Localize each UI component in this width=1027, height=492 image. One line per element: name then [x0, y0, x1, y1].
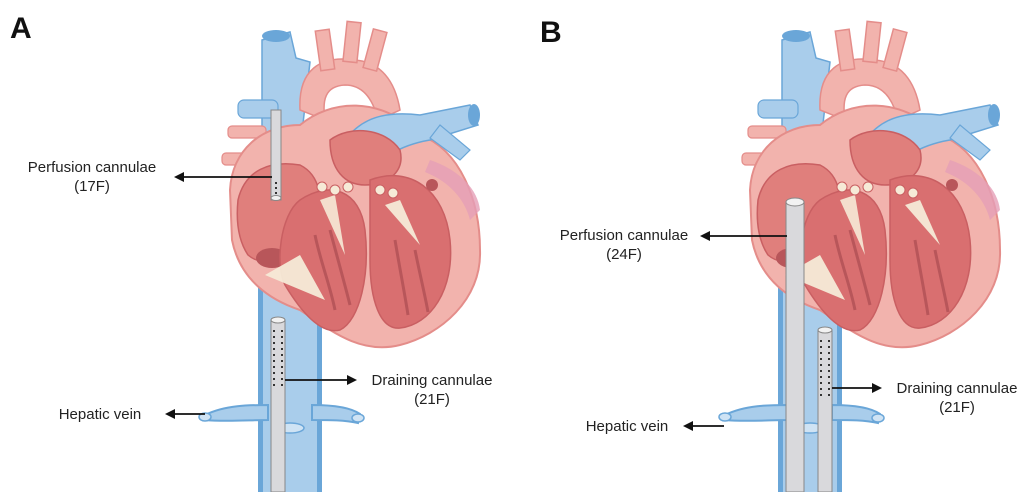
- draining-label-a: Draining cannulae: [372, 372, 493, 389]
- perfusion-size-a: (17F): [74, 178, 110, 195]
- draining-size-a: (21F): [414, 391, 450, 408]
- panel-b: B Perfusion cannulae (24F) Draining cann…: [540, 16, 1017, 492]
- perfusion-cannula-b: [786, 198, 804, 492]
- perfusion-label-a: Perfusion cannulae: [28, 159, 156, 176]
- draining-label-b: Draining cannulae: [897, 380, 1018, 397]
- hepatic-label-b: Hepatic vein: [586, 418, 669, 435]
- perfusion-label-b: Perfusion cannulae: [560, 227, 688, 244]
- panel-a: A Perfusion cannulae (17F) Draining cann…: [10, 12, 492, 492]
- draining-cannula-a: [271, 317, 285, 492]
- draining-size-b: (21F): [939, 399, 975, 416]
- panel-letter-a: A: [10, 12, 32, 45]
- heart-illustration-a: [199, 21, 480, 492]
- draining-cannula-b: [818, 327, 832, 492]
- perfusion-cannula-a: [271, 110, 281, 201]
- heart-illustration-b: [719, 21, 1000, 492]
- hepatic-label-a: Hepatic vein: [59, 406, 142, 423]
- panel-letter-b: B: [540, 16, 562, 49]
- perfusion-size-b: (24F): [606, 246, 642, 263]
